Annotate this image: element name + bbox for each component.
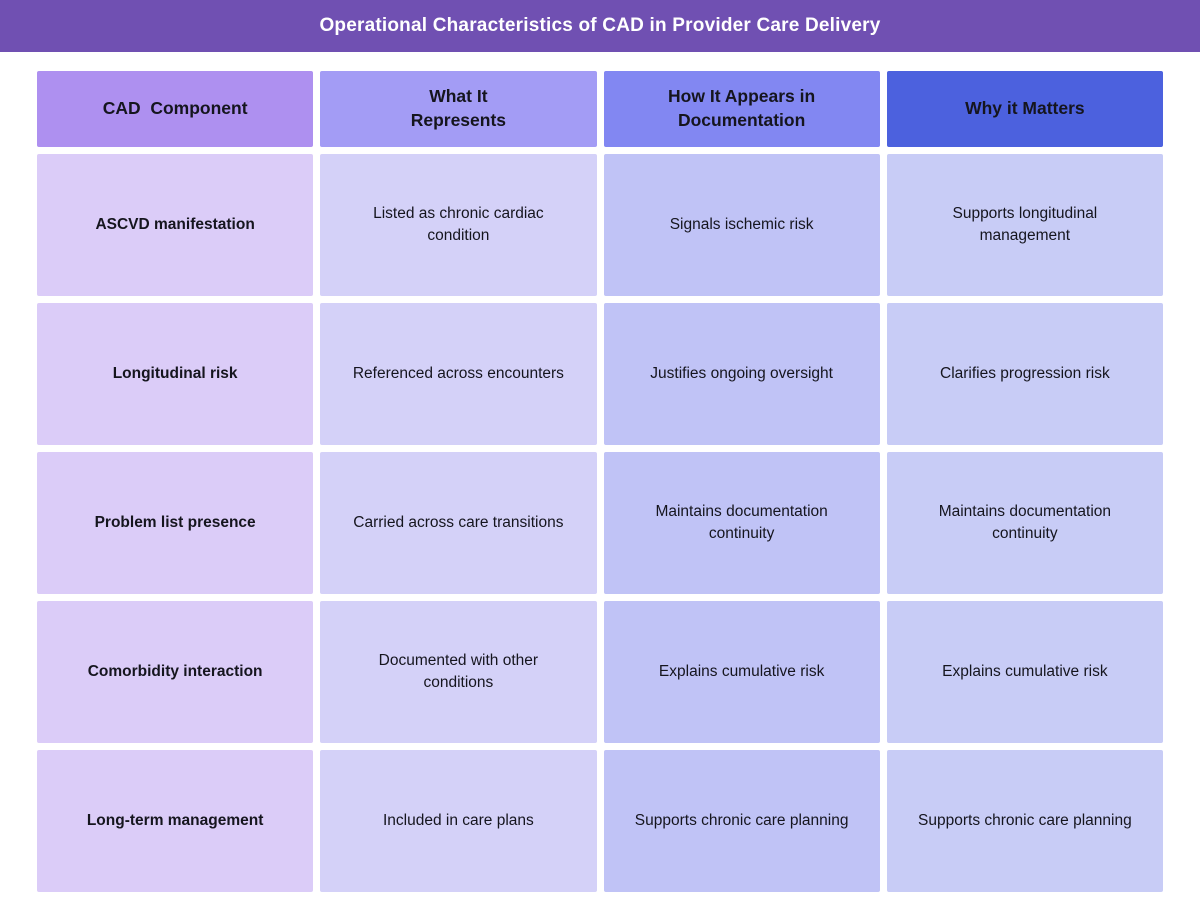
cell-comorbidity-documentation: Explains cumulative risk bbox=[603, 601, 880, 743]
cell-ascvd-matters: Supports longitudinal management bbox=[886, 154, 1163, 296]
page-title: Operational Characteristics of CAD in Pr… bbox=[319, 15, 881, 36]
title-bar: Operational Characteristics of CAD in Pr… bbox=[0, 0, 1200, 52]
row-label-longitudinal-risk: Longitudinal risk bbox=[37, 303, 314, 445]
cad-characteristics-table: CAD Component What It Represents How It … bbox=[37, 71, 1163, 892]
cell-comorbidity-represents: Documented with other conditions bbox=[320, 601, 597, 743]
header-cell-what-it-represents: What It Represents bbox=[320, 71, 597, 147]
cell-longitudinal-documentation: Justifies ongoing oversight bbox=[603, 303, 880, 445]
header-cell-cad-component: CAD Component bbox=[37, 71, 314, 147]
cell-longitudinal-matters: Clarifies progression risk bbox=[886, 303, 1163, 445]
cell-ascvd-represents: Listed as chronic cardiac condition bbox=[320, 154, 597, 296]
cell-long-term-represents: Included in care plans bbox=[320, 750, 597, 892]
row-label-long-term-management: Long-term management bbox=[37, 750, 314, 892]
cell-ascvd-documentation: Signals ischemic risk bbox=[603, 154, 880, 296]
cell-longitudinal-represents: Referenced across encounters bbox=[320, 303, 597, 445]
row-label-comorbidity-interaction: Comorbidity interaction bbox=[37, 601, 314, 743]
row-label-ascvd-manifestation: ASCVD manifestation bbox=[37, 154, 314, 296]
cell-long-term-matters: Supports chronic care planning bbox=[886, 750, 1163, 892]
cell-problem-list-matters: Maintains documentation continuity bbox=[886, 452, 1163, 594]
cell-comorbidity-matters: Explains cumulative risk bbox=[886, 601, 1163, 743]
cell-long-term-documentation: Supports chronic care planning bbox=[603, 750, 880, 892]
row-label-problem-list-presence: Problem list presence bbox=[37, 452, 314, 594]
cell-problem-list-represents: Carried across care transitions bbox=[320, 452, 597, 594]
header-cell-how-it-appears: How It Appears in Documentation bbox=[603, 71, 880, 147]
cell-problem-list-documentation: Maintains documentation continuity bbox=[603, 452, 880, 594]
header-cell-why-it-matters: Why it Matters bbox=[886, 71, 1163, 147]
